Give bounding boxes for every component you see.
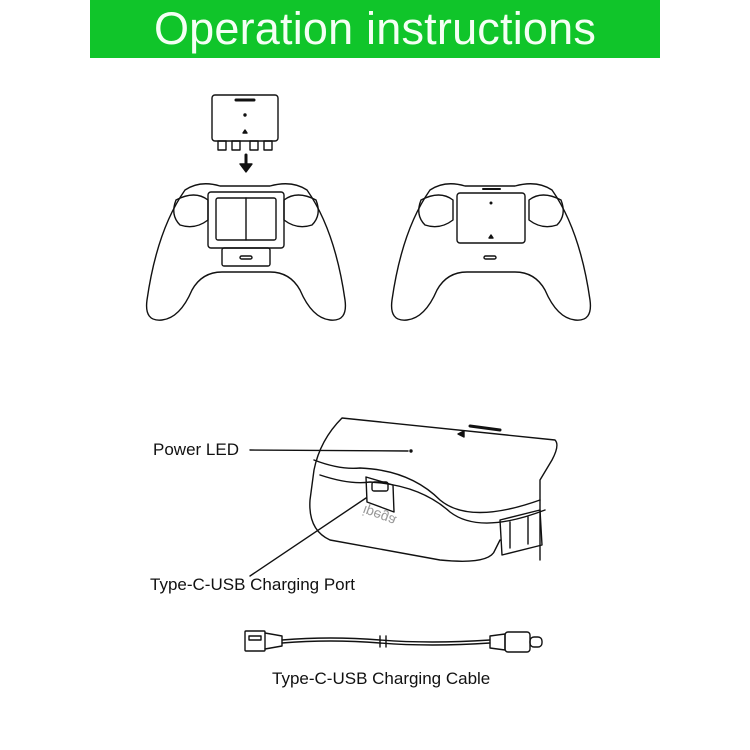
battery-pack-large-icon: [309, 417, 558, 562]
charging-cable-label: Type-C-USB Charging Cable: [272, 669, 491, 688]
down-arrow-icon: [239, 153, 253, 173]
controller-open-icon: [145, 183, 347, 321]
power-led-leader: [249, 449, 409, 452]
battery-pack-icon: [211, 94, 279, 151]
charging-port-leader: [249, 497, 367, 577]
page-title: Operation instructions: [153, 3, 597, 54]
usb-type-c-cable-icon: [244, 630, 543, 653]
power-led-label: Power LED: [153, 440, 239, 459]
charging-port-label: Type-C-USB Charging Port: [150, 575, 356, 594]
title-banner: Operation instructions: [90, 0, 660, 58]
controller-closed-icon: [390, 183, 592, 321]
